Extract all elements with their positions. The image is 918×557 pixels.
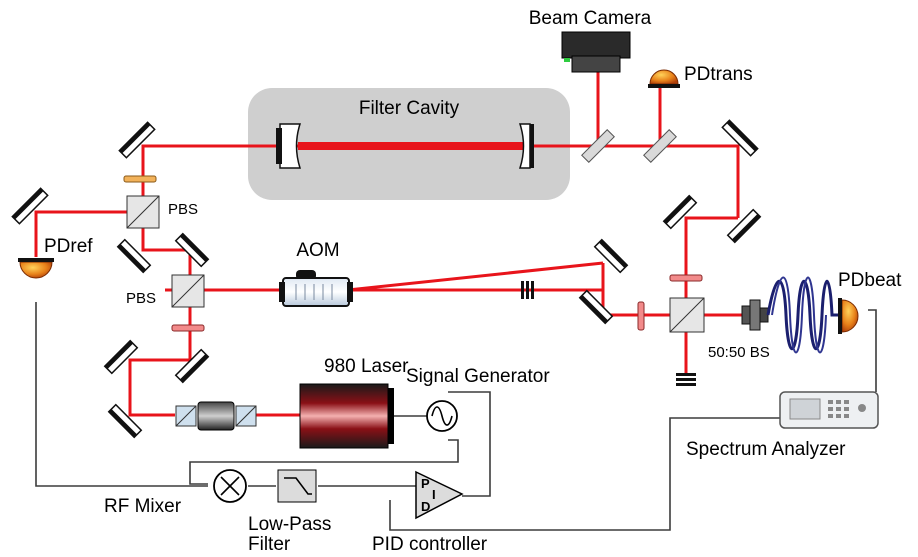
label-filter-cavity: Filter Cavity [359, 98, 460, 119]
pd-beat-icon [838, 298, 859, 334]
label-pd-beat: PDbeat [838, 270, 902, 291]
pd-trans-icon [648, 69, 680, 88]
wave-plates [123, 175, 703, 332]
label-signal-generator: Signal Generator [406, 366, 550, 387]
optical-isolator [175, 401, 257, 431]
label-pid-controller: PID controller [372, 534, 488, 555]
beam-camera [561, 31, 631, 73]
low-pass-filter [277, 469, 317, 503]
pd-ref-icon [18, 258, 54, 279]
photodiodes [18, 69, 859, 334]
pid-controller [415, 470, 464, 520]
label-spectrum-analyzer: Spectrum Analyzer [686, 439, 846, 460]
label-bs-5050: 50:50 BS [708, 344, 770, 361]
laser-beams [34, 60, 745, 417]
label-beam-camera: Beam Camera [529, 8, 652, 29]
fiber-coupler [741, 276, 838, 354]
label-pid-d: D [421, 499, 430, 514]
label-laser-980: 980 Laser [324, 356, 409, 377]
label-rf-mixer: RF Mixer [104, 496, 182, 517]
signal-wires [35, 302, 877, 531]
rf-mixer [213, 469, 247, 503]
signal-generator [426, 400, 458, 432]
mirrors [11, 119, 762, 439]
laser-980 [299, 383, 394, 449]
label-pd-trans: PDtrans [684, 64, 753, 85]
beam-dumps [521, 281, 696, 386]
label-pid-p: P [421, 476, 430, 491]
cavity-mirrors [276, 123, 534, 169]
label-pbs-top: PBS [168, 201, 198, 218]
pbs-cubes [126, 195, 705, 333]
label-low-pass-line2: Filter [248, 534, 291, 555]
label-low-pass-line1: Low-Pass [248, 514, 331, 535]
label-pid-i: I [432, 487, 436, 502]
spectrum-analyzer [779, 391, 879, 429]
label-pbs-bottom: PBS [126, 290, 156, 307]
label-aom: AOM [296, 240, 339, 261]
label-pd-ref: PDref [44, 236, 93, 257]
aom-device [279, 270, 353, 307]
